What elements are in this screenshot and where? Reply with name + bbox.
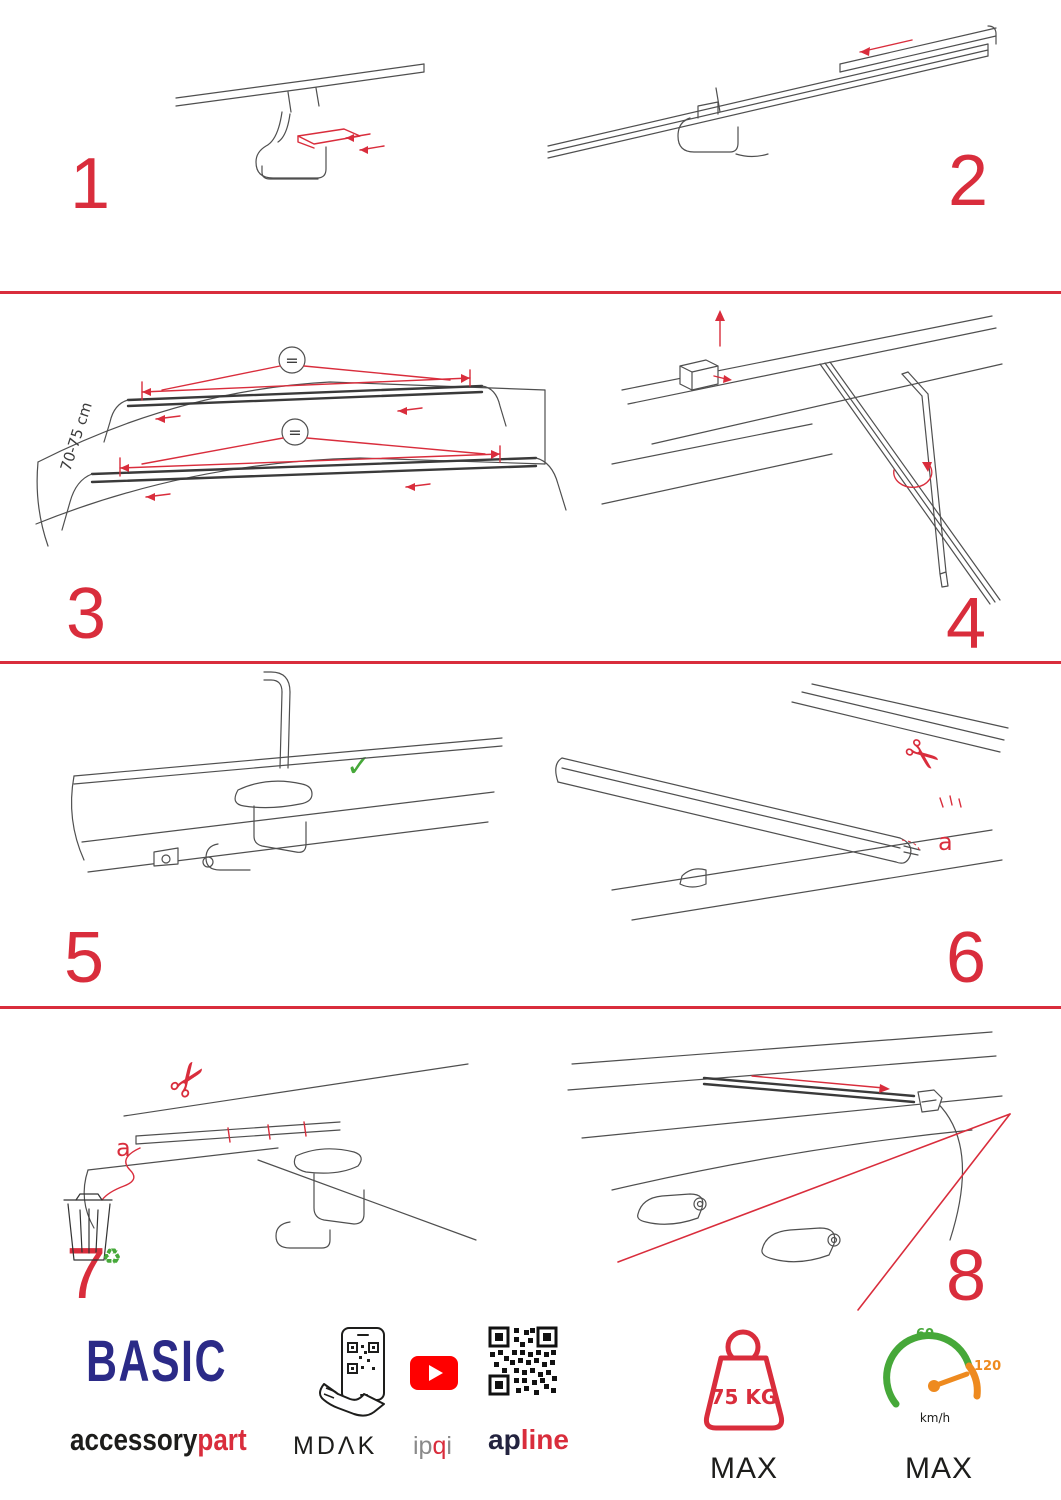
equals-badge-bottom	[281, 418, 309, 446]
step-3-number: 3	[66, 574, 107, 654]
brand-logo: BASIC	[86, 1329, 227, 1394]
step-1-illustration	[175, 63, 425, 180]
partner-apline: apline	[488, 1424, 569, 1456]
speed-unit-label: km/h	[920, 1411, 950, 1425]
step-2-number: 2	[948, 141, 989, 221]
speed-high-label: 120	[974, 1359, 1001, 1374]
recycle-icon: ♻	[102, 1245, 122, 1270]
qr-scan-phone-icon	[319, 1327, 385, 1417]
discard-line	[101, 1147, 141, 1201]
step-6-illustration: ✂ a	[555, 683, 1009, 921]
partner-mdak: MDΛK	[293, 1432, 378, 1460]
equals-bottom: =	[288, 423, 301, 442]
max-weight-label: MAX	[710, 1452, 779, 1485]
step-6-number: 6	[946, 918, 987, 998]
step-4-illustration	[601, 310, 1003, 605]
step-2-illustration	[547, 25, 997, 159]
youtube-icon	[410, 1356, 458, 1390]
step-3-illustration: = = 70-75 cm	[35, 346, 567, 547]
max-speed-icon: 60 120 km/h	[883, 1327, 1001, 1425]
bar-distance-label: 70-75 cm	[57, 400, 96, 473]
section-divider-2	[0, 661, 1061, 664]
ipqi-gray1: ip	[413, 1432, 433, 1460]
equals-badge-top	[278, 346, 306, 374]
scissors-icon: ✂	[155, 1048, 221, 1111]
apline-dark: ap	[488, 1424, 521, 1455]
brand-subtitle-red: part	[197, 1422, 247, 1457]
speed-low-label: 60	[916, 1327, 934, 1342]
step-4-number: 4	[946, 584, 987, 664]
strip-label-a: a	[116, 1134, 131, 1162]
check-icon: ✓	[346, 749, 371, 784]
step-1-number: 1	[70, 144, 111, 224]
scissors-icon: ✂	[893, 725, 951, 785]
section-divider-1	[0, 291, 1061, 294]
step-5-number: 5	[64, 918, 105, 998]
partner-ipqi: ipqi	[413, 1432, 452, 1461]
max-weight-value: 75 KG	[711, 1385, 778, 1409]
brand-subtitle-black: accessory	[70, 1422, 198, 1457]
section-divider-3	[0, 1006, 1061, 1009]
ipqi-red: q	[432, 1432, 447, 1460]
trash-bin-icon: ♻	[63, 1193, 122, 1270]
max-weight-icon: 75 KG	[703, 1329, 785, 1431]
ipqi-gray2: i	[446, 1432, 452, 1460]
step-7-illustration: ✂ a ♻	[63, 1048, 477, 1270]
step-8-number: 8	[946, 1236, 987, 1316]
step-8-illustration	[567, 1031, 1011, 1311]
step-5-illustration: ✓	[70, 671, 503, 873]
max-speed-label: MAX	[905, 1452, 974, 1485]
apline-red: line	[520, 1424, 569, 1455]
qr-code-icon	[488, 1326, 558, 1396]
equals-top: =	[285, 351, 298, 370]
strip-label-a: a	[938, 828, 953, 856]
brand-subtitle: accessorypart	[70, 1422, 247, 1458]
rotate-arrow	[893, 465, 933, 489]
